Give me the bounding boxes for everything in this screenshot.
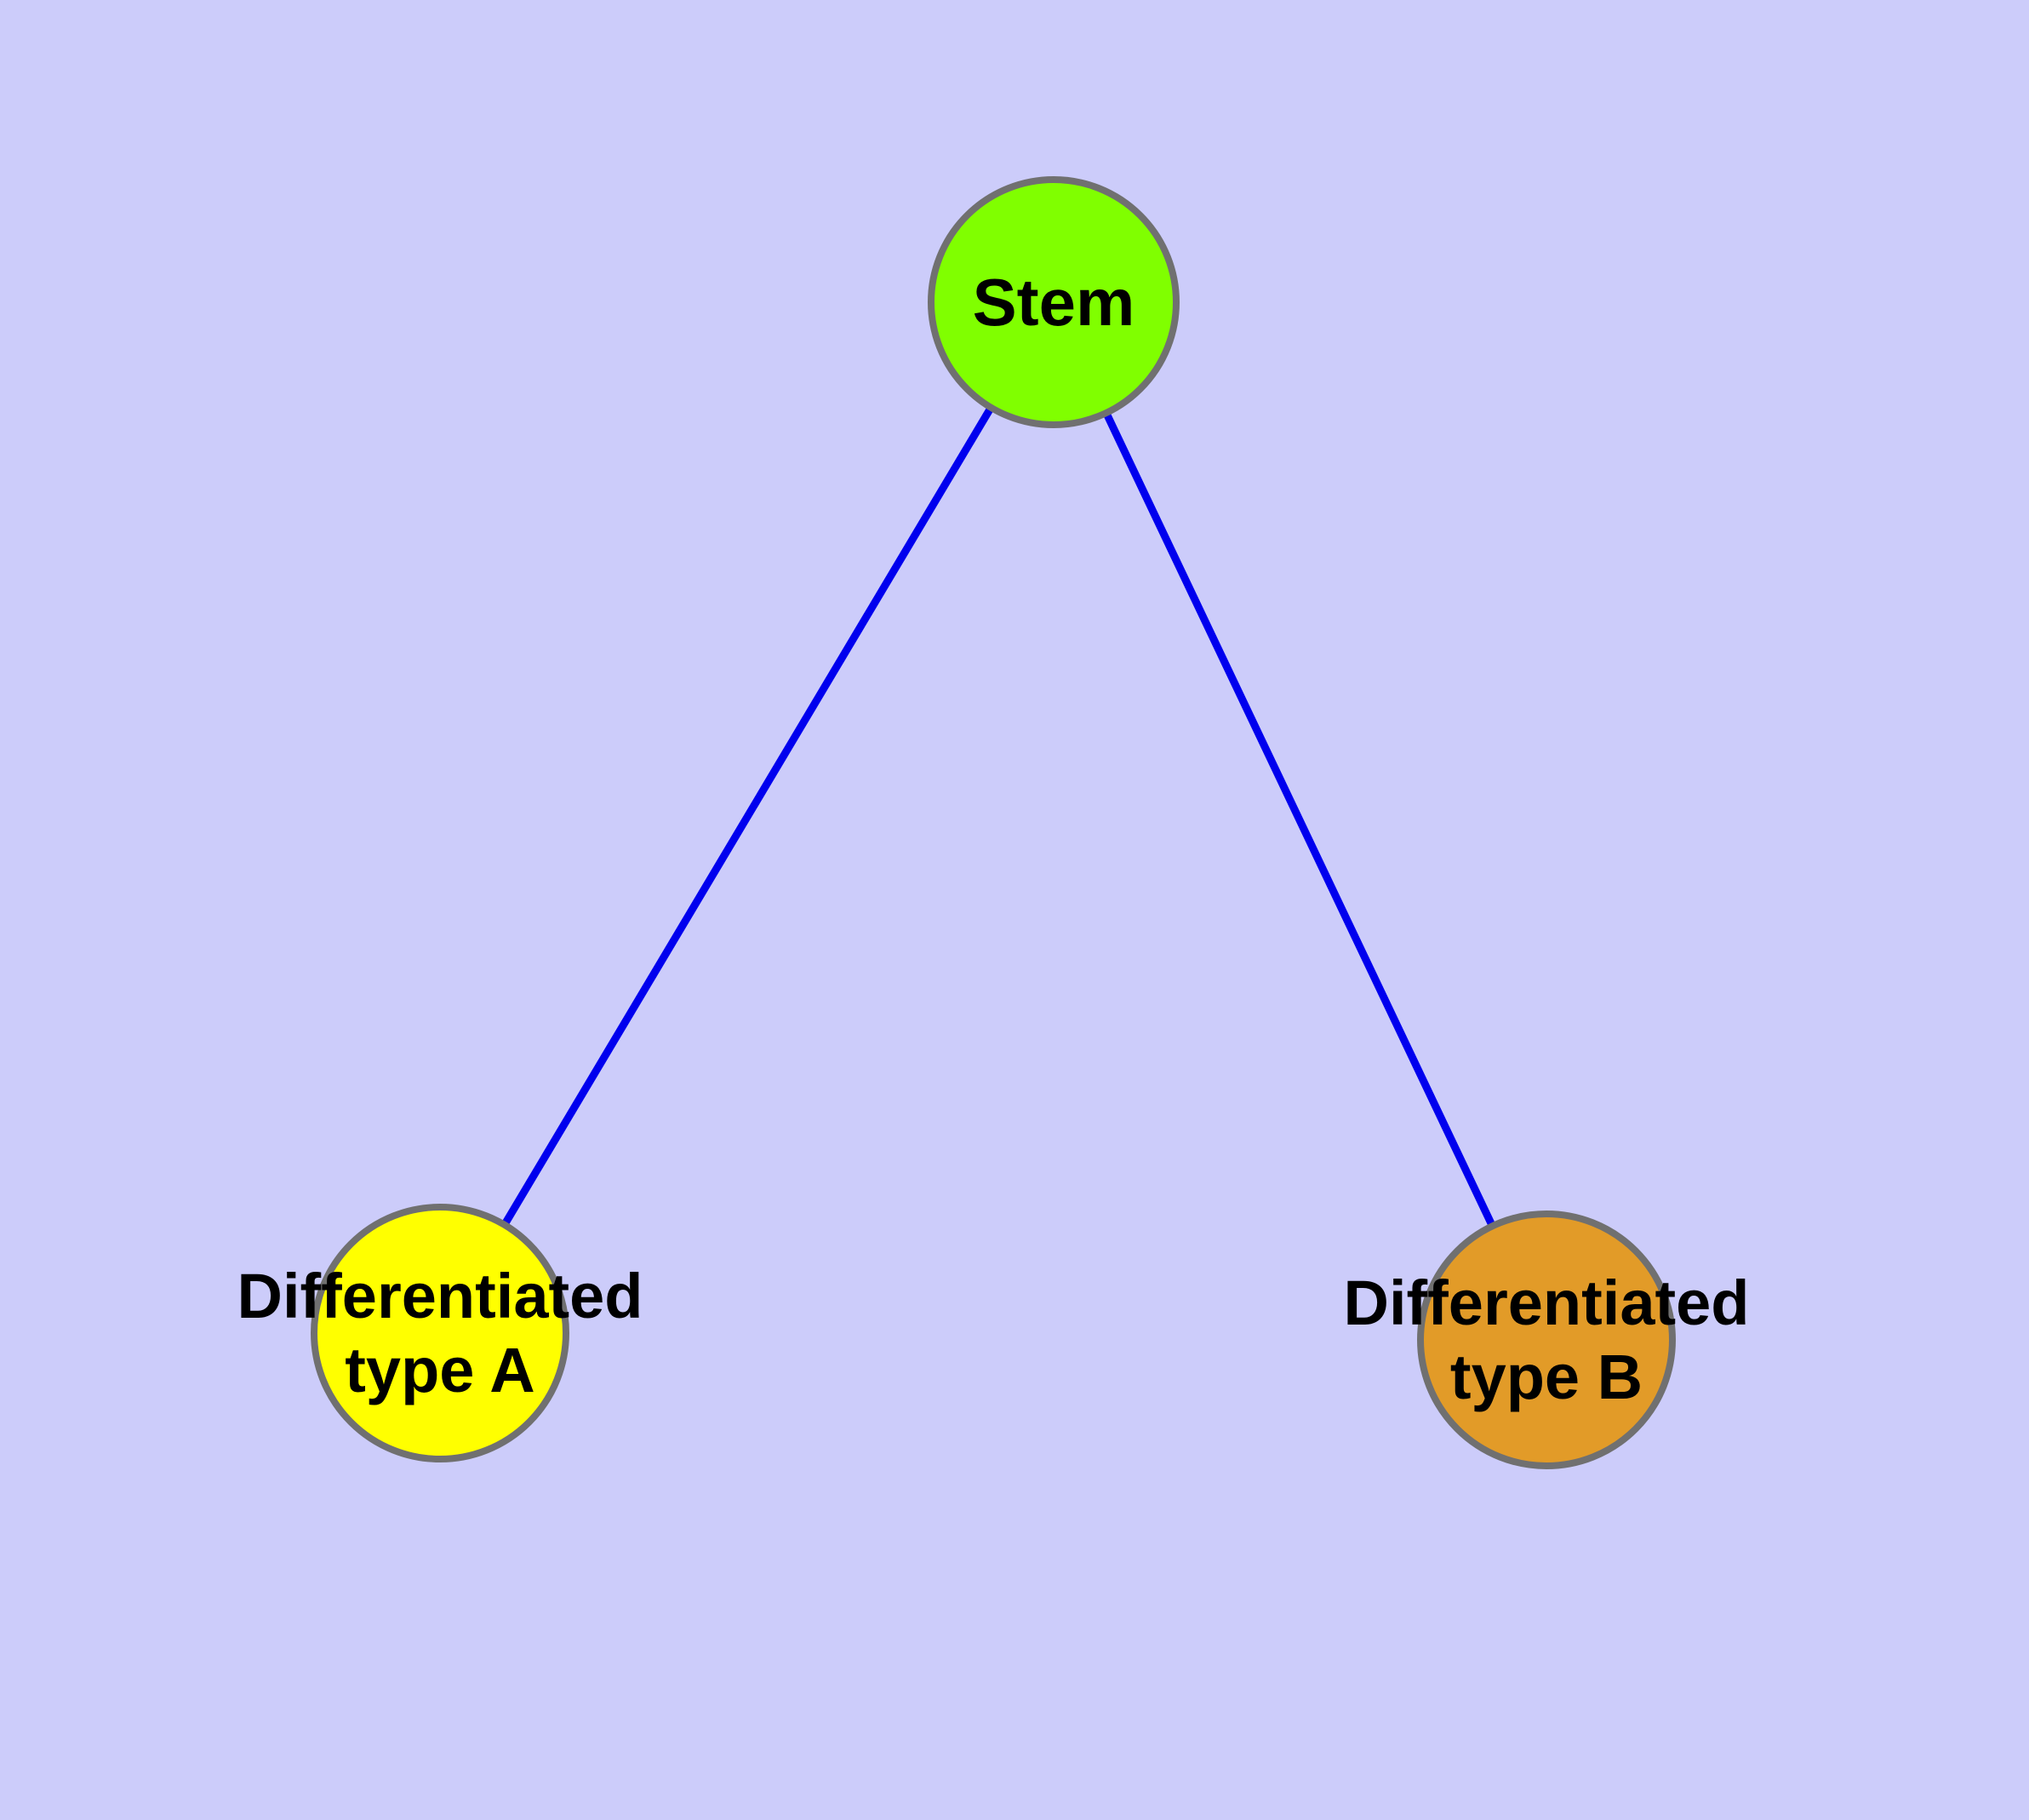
node-stem[interactable] [928,176,1180,428]
node-differentiated-type-a[interactable] [311,1204,569,1462]
edge-stem-to-differentiated-type-b [1049,300,1551,1342]
node-differentiated-type-b[interactable] [1417,1210,1676,1469]
edge-stem-to-differentiated-type-a [437,300,1057,1336]
